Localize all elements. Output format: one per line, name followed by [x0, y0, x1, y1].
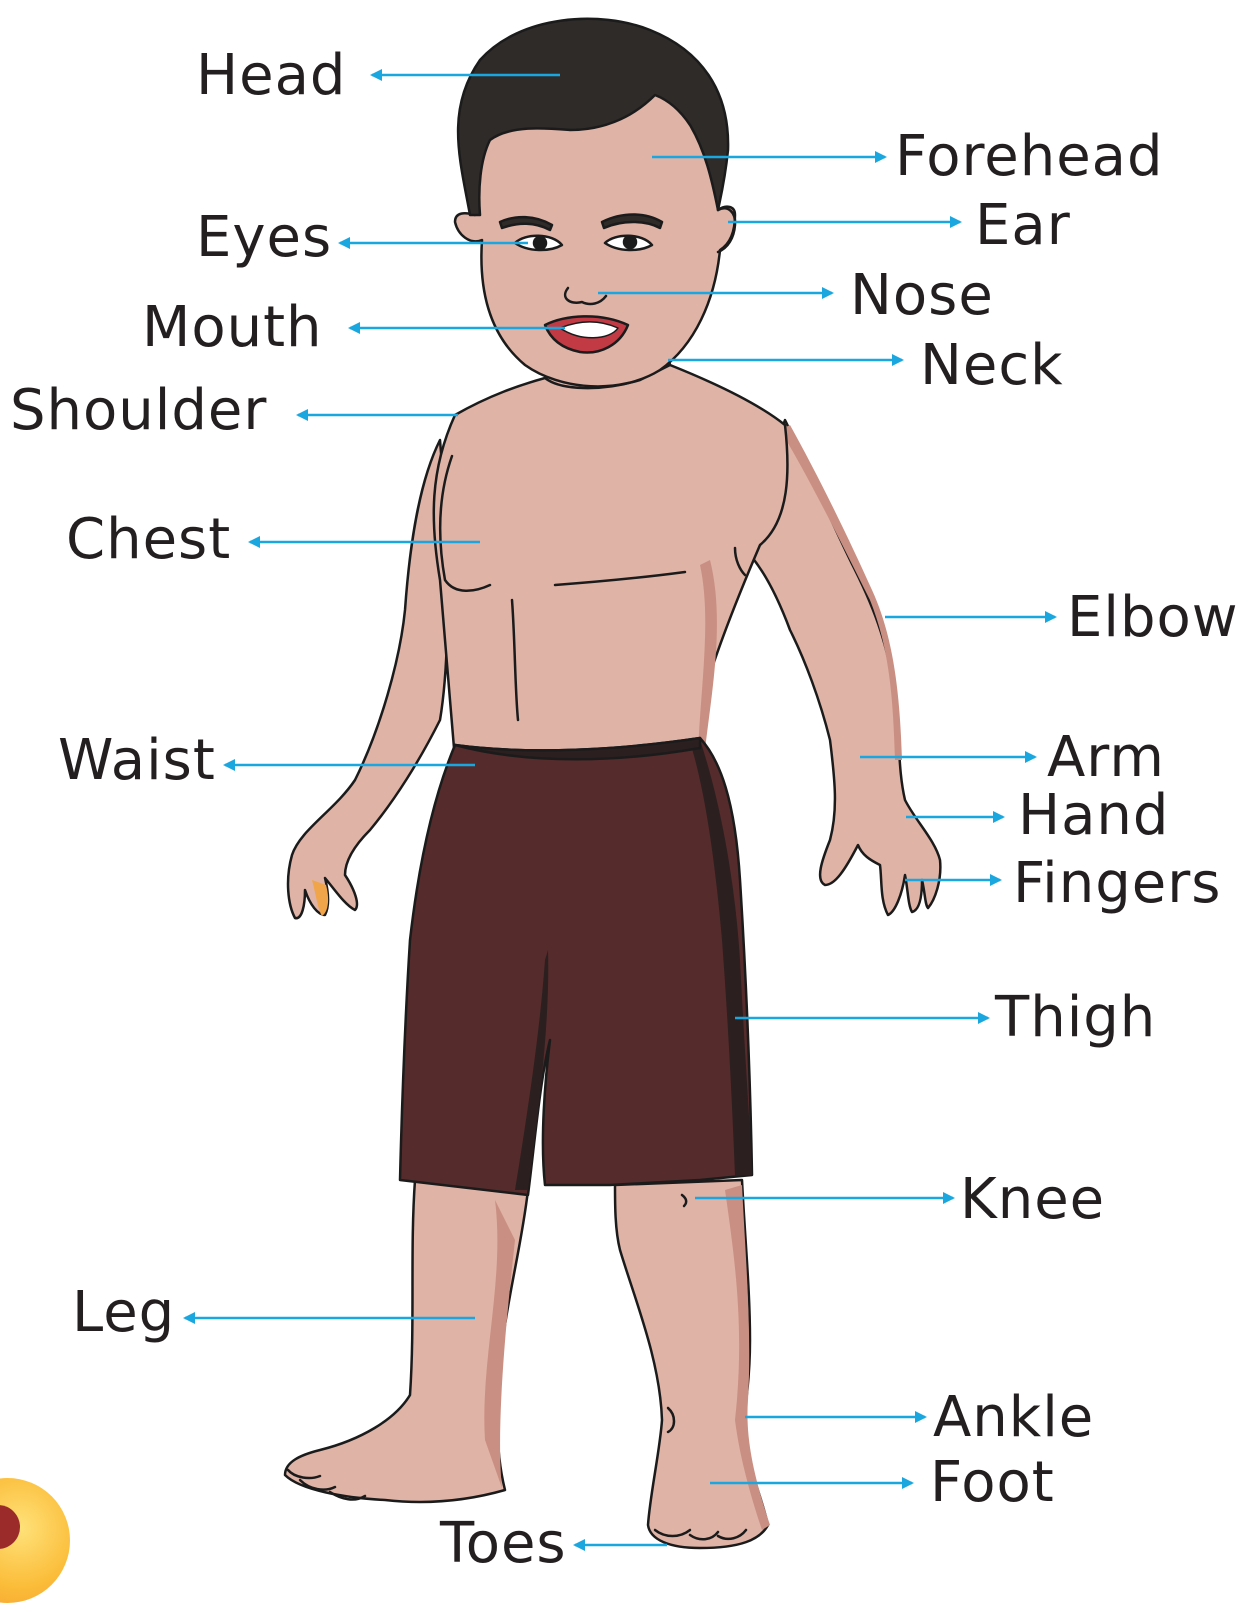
label-shoulder: Shoulder [10, 383, 267, 439]
label-fingers: Fingers [1013, 856, 1221, 912]
label-foot: Foot [930, 1455, 1055, 1511]
label-mouth: Mouth [142, 300, 323, 356]
label-eyes: Eyes [196, 210, 332, 266]
label-forehead: Forehead [895, 129, 1164, 185]
label-leg: Leg [72, 1285, 175, 1341]
label-ear: Ear [975, 198, 1071, 254]
label-knee: Knee [960, 1172, 1105, 1228]
label-nose: Nose [850, 268, 994, 324]
label-head: Head [196, 48, 346, 104]
label-toes: Toes [440, 1516, 567, 1572]
legs [285, 1180, 770, 1548]
label-elbow: Elbow [1067, 590, 1239, 646]
label-waist: Waist [58, 733, 216, 789]
shorts [400, 738, 752, 1195]
label-thigh: Thigh [995, 990, 1156, 1046]
label-chest: Chest [66, 512, 231, 568]
label-ankle: Ankle [933, 1390, 1094, 1446]
label-hand: Hand [1018, 788, 1169, 844]
label-neck: Neck [920, 338, 1064, 394]
label-arm: Arm [1047, 730, 1165, 786]
torso [434, 365, 788, 760]
